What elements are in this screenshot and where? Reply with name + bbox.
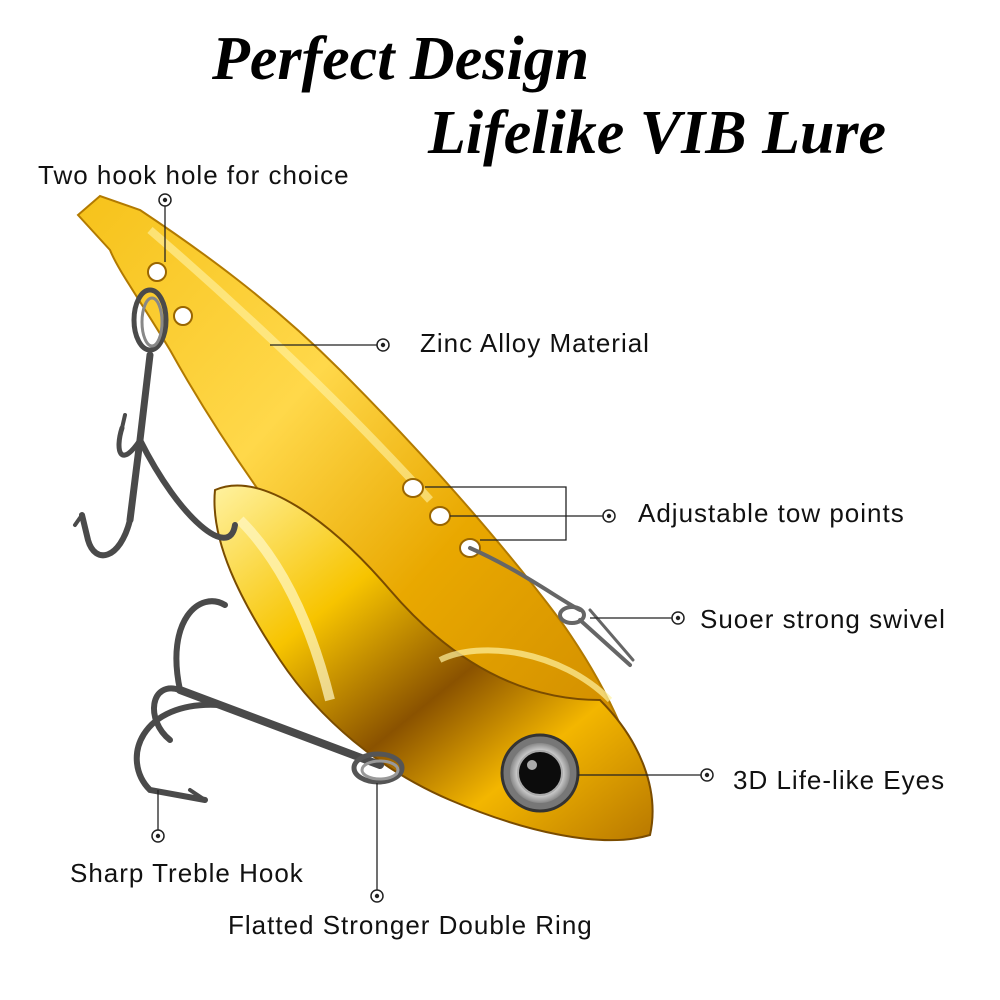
callout-tow-points: Adjustable tow points	[638, 498, 905, 528]
hook-holes	[147, 262, 193, 326]
lower-treble-hook	[133, 598, 384, 803]
headline-line-1: Perfect Design	[212, 25, 590, 93]
marker-material-icon	[376, 338, 390, 352]
marker-swivel-icon	[671, 611, 685, 625]
callout-double-ring: Flatted Stronger Double Ring	[228, 910, 593, 940]
callout-lines	[157, 200, 707, 896]
upper-treble-hook	[73, 287, 238, 559]
double-ring	[351, 751, 405, 785]
callout-eyes: 3D Life-like Eyes	[733, 765, 946, 795]
callout-material: Zinc Alloy Material	[420, 328, 650, 358]
headline-line-2: Lifelike VIB Lure	[428, 99, 887, 167]
callout-markers	[151, 193, 714, 903]
callout-hook-hole: Two hook hole for choice	[38, 160, 350, 190]
callout-swivel: Suoer strong swivel	[700, 604, 946, 634]
marker-eyes-icon	[700, 768, 714, 782]
marker-tow-points-icon	[602, 509, 616, 523]
marker-double-ring-icon	[370, 889, 384, 903]
callout-treble-hook: Sharp Treble Hook	[70, 858, 304, 888]
marker-hook-hole-icon	[158, 193, 172, 207]
marker-treble-hook-icon	[151, 829, 165, 843]
lure-eye	[500, 733, 580, 813]
